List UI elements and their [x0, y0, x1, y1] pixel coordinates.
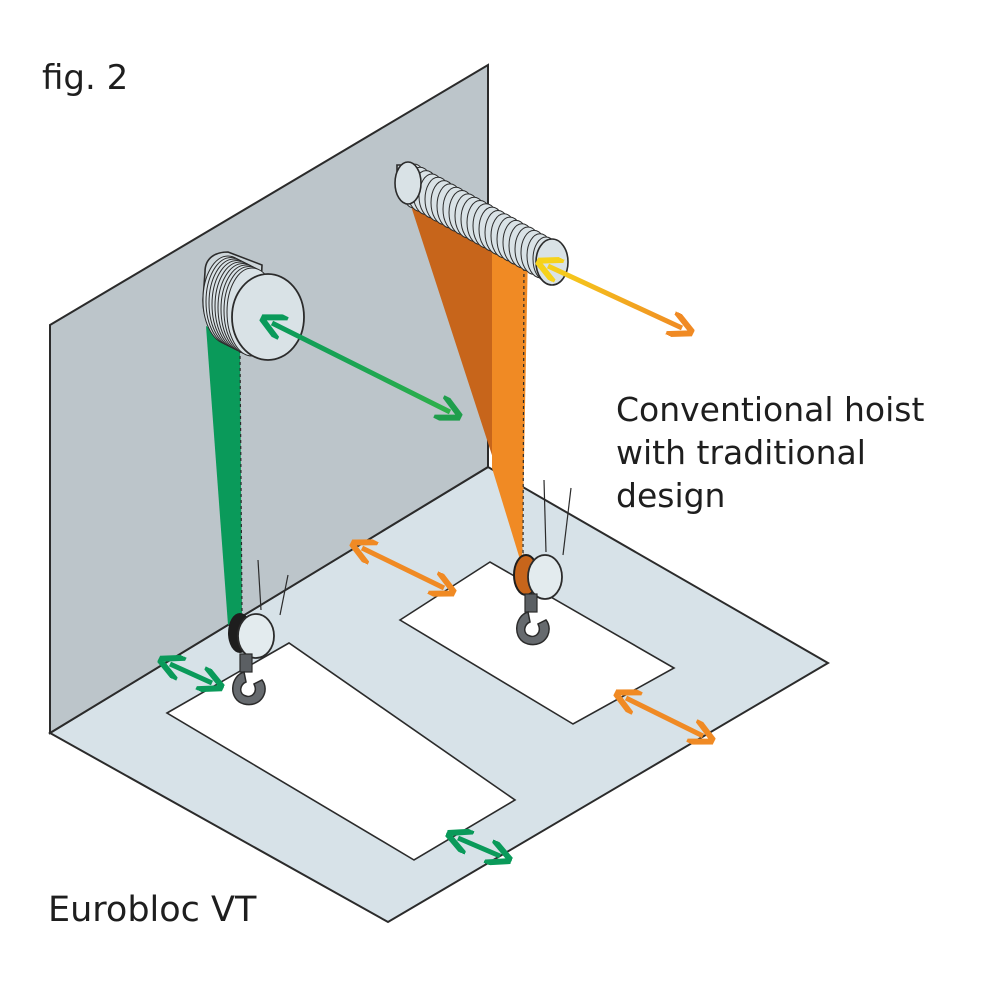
- eurobloc-label: Eurobloc VT: [48, 890, 257, 930]
- eurobloc-front-clearance-arrow: [458, 838, 500, 856]
- conventional-label-line-1: Conventional hoist: [616, 390, 925, 429]
- conventional-side-clearance-arrow: [362, 548, 444, 588]
- conventional-rope-fan-light: [492, 236, 528, 566]
- conventional-drum-wall-arrow: [548, 266, 682, 328]
- conventional-label-line-2: with traditional: [616, 433, 866, 472]
- eurobloc-drum-wall-arrow: [272, 323, 450, 412]
- conventional-front-clearance-arrow: [626, 698, 703, 736]
- eurobloc-rope-line: [239, 349, 243, 613]
- eurobloc-rope: [206, 326, 242, 625]
- conventional-rope-line: [522, 249, 525, 561]
- conventional-label-line-3: design: [616, 476, 726, 515]
- conventional-hoist-label: Conventional hoist with traditional desi…: [616, 388, 924, 517]
- eurobloc-hook-block-icon: [228, 559, 289, 706]
- eurobloc-wall-clearance-arrow: [170, 664, 212, 683]
- figure-label: fig. 2: [42, 58, 129, 98]
- eurobloc-rope-drum-icon: [202, 251, 305, 361]
- conventional-hook-block-icon: [513, 479, 572, 646]
